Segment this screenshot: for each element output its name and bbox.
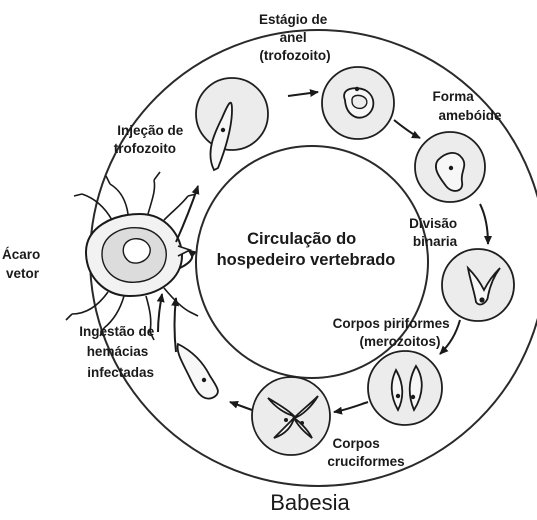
arrow-ring-to-amoeboid: [394, 120, 420, 138]
arrow-trophozoite-to-ring: [288, 92, 318, 96]
arrow-merozoite-to-tick: [175, 298, 177, 352]
label-tick: Ácaro vetor: [2, 247, 44, 281]
cell-amoeboid: [415, 132, 485, 202]
arrow-piriform-to-cruciform: [334, 402, 368, 412]
label-ring-stage: Estágio de anel (trofozoito): [259, 12, 331, 63]
arrow-ingestion-to-tick: [158, 294, 162, 332]
label-piriform: Corpos piriformes (merozoitos): [333, 316, 454, 349]
cell-binary-division: [442, 249, 514, 321]
arrow-tick-to-trophozoite: [176, 186, 198, 242]
cell-cruciform: [252, 377, 330, 455]
cell-piriform: [368, 351, 442, 425]
cell-trophozoite: [196, 78, 268, 170]
free-merozoite: [178, 344, 218, 399]
arrow-cruciform-to-merozoite: [230, 402, 252, 410]
label-cruciform: Corpos cruciformes: [327, 436, 404, 469]
label-binary-division: Divisão binaria: [409, 216, 461, 249]
arrow-amoeboid-to-division: [480, 204, 488, 244]
label-ingestion: Ingestão de hemácias infectadas: [79, 324, 158, 380]
diagram-title: Babesia: [270, 490, 350, 515]
center-label: Circulação do hospedeiro vertebrado: [217, 230, 396, 269]
cell-ring-stage: [322, 67, 394, 139]
label-injection: Injeção de trofozoito: [114, 123, 187, 156]
tick-vector: [66, 172, 198, 340]
label-amoeboid: Forma amebóide: [432, 89, 502, 123]
